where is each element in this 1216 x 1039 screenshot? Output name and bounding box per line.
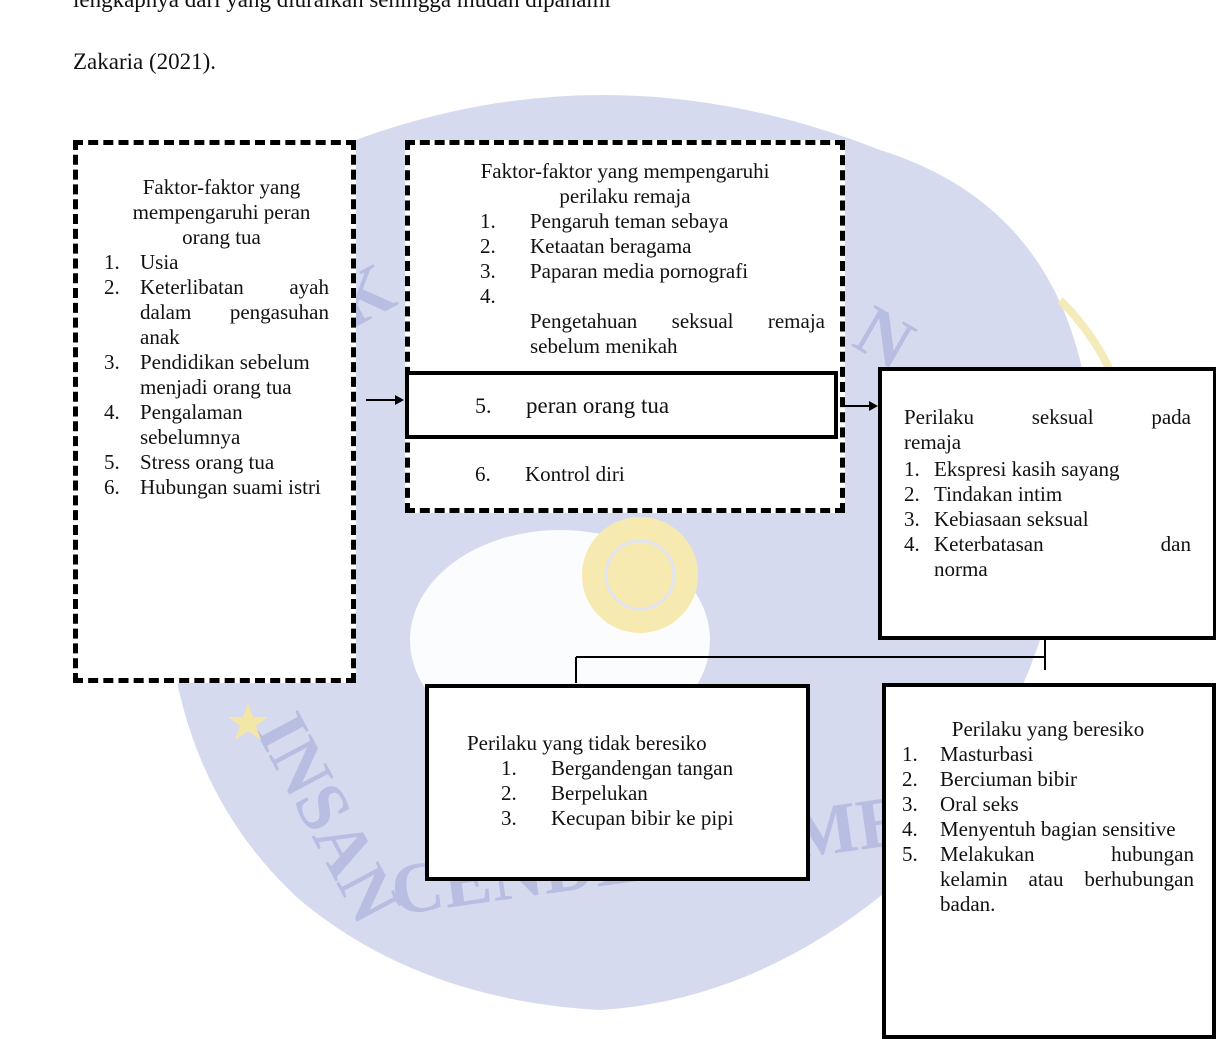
list-item: 4.Keterbatasan dan norma	[904, 532, 1191, 581]
teen-factor-highlight-box: 5. peran orang tua	[405, 371, 838, 439]
parent-factors-list: 1.Usia 2.Keterlibatan ayah dalam pengasu…	[104, 250, 329, 500]
sexual-behavior-list: 1.Ekspresi kasih sayang 2.Tindakan intim…	[904, 457, 1191, 582]
teen-factors-list: 1.Pengaruh teman sebaya 2.Ketaatan berag…	[480, 209, 820, 309]
no-risk-title: Perilaku yang tidak beresiko	[467, 731, 707, 755]
list-item: 4.Menyentuh bagian sensitive	[902, 817, 1176, 841]
parent-factors-title: Faktor-faktor yang mempengaruhi peran or…	[132, 175, 311, 249]
list-item: 1.Masturbasi	[902, 742, 1034, 766]
teen-factor-6-text: Kontrol diri	[525, 462, 625, 486]
risk-list: 1.Masturbasi 2.Berciuman bibir 3.Oral se…	[902, 742, 1194, 917]
list-item: 1.Bergandengan tangan	[501, 756, 734, 780]
sexual-behavior-title: Perilaku seksual pada remaja	[904, 405, 1191, 454]
arrow-parent-to-teen	[366, 395, 404, 405]
parent-factors-box: Faktor-faktor yang mempengaruhi peran or…	[73, 140, 356, 683]
highlight-num: 5.	[475, 392, 492, 418]
list-item: 6.Hubungan suami istri	[104, 475, 321, 499]
no-risk-box: Perilaku yang tidak beresiko 1.Berganden…	[425, 684, 810, 881]
list-item: 4.	[480, 284, 496, 308]
teen-factors-box: Faktor-faktor yang mempengaruhi perilaku…	[405, 140, 845, 513]
risk-title: Perilaku yang beresiko	[951, 717, 1145, 741]
list-item: 1.Pengaruh teman sebaya	[480, 209, 729, 233]
teen-factor-4-text: Pengetahuan seksual remaja sebelum menik…	[530, 309, 825, 358]
list-item: 3.Oral seks	[902, 792, 1019, 816]
intro-line-2: Zakaria (2021).	[73, 49, 217, 74]
list-item: 2.Tindakan intim	[904, 482, 1063, 506]
highlight-text: peran orang tua	[526, 392, 670, 418]
list-item: 2.Ketaatan beragama	[480, 234, 692, 258]
list-item: 1.Usia	[104, 250, 179, 274]
teen-factor-6: 6.	[475, 462, 491, 486]
list-item: 3.Kebiasaan seksual	[904, 507, 1089, 531]
list-item: 5.Stress orang tua	[104, 450, 275, 474]
watermark-text-left: INSAN	[241, 700, 417, 935]
connector-lines	[575, 638, 1046, 683]
intro-text: lengkapnya dari yang diuraikan sehingga …	[0, 0, 1216, 95]
list-item: 2.Keterlibatan ayah dalam pengasuhan ana…	[104, 275, 329, 349]
list-item: 5.Melakukan hubungan kelamin atau berhub…	[902, 842, 1194, 916]
list-item: 4.Pengalaman sebelumnya	[104, 400, 243, 449]
intro-line-1: lengkapnya dari yang diuraikan sehingga …	[73, 0, 611, 11]
sexual-behavior-box: Perilaku seksual pada remaja 1.Ekspresi …	[878, 367, 1216, 640]
arrow-teen-to-sexual	[844, 401, 878, 411]
list-item: 3.Pendidikan sebelum menjadi orang tua	[104, 350, 310, 399]
list-item: 2.Berpelukan	[501, 781, 648, 805]
list-item: 1.Ekspresi kasih sayang	[904, 457, 1120, 481]
list-item: 3.Kecupan bibir ke pipi	[501, 806, 734, 830]
teen-factors-title-2: perilaku remaja	[559, 184, 691, 208]
list-item: 3.Paparan media pornografi	[480, 259, 749, 283]
list-item: 2.Berciuman bibir	[902, 767, 1078, 791]
no-risk-list: 1.Bergandengan tangan 2.Berpelukan 3.Kec…	[501, 756, 786, 831]
teen-factors-title-1: Faktor-faktor yang mempengaruhi	[480, 159, 770, 183]
risk-box: Perilaku yang beresiko 1.Masturbasi 2.Be…	[882, 683, 1216, 1039]
